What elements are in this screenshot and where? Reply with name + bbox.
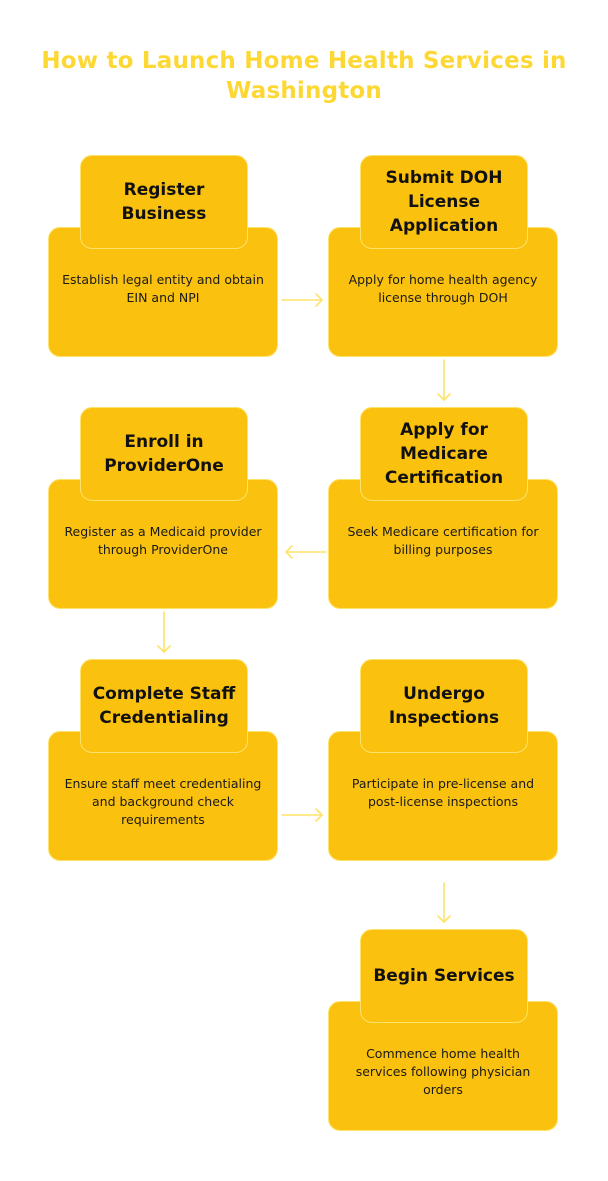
arrow-providerone-to-credentialing bbox=[157, 611, 171, 653]
step-staff-credentialing: Complete Staff Credentialing Ensure staf… bbox=[48, 659, 280, 861]
step-description: Participate in pre-license and post-lice… bbox=[351, 776, 535, 809]
step-description: Register as a Medicaid provider through … bbox=[64, 524, 262, 557]
step-description: Commence home health services following … bbox=[355, 1046, 531, 1097]
arrow-register-to-doh bbox=[281, 293, 323, 307]
step-title: Submit DOH License Application bbox=[360, 155, 528, 249]
step-undergo-inspections: Undergo Inspections Participate in pre-l… bbox=[328, 659, 560, 861]
arrow-inspections-to-begin bbox=[437, 882, 451, 923]
arrow-credentialing-to-inspections bbox=[281, 808, 323, 822]
step-begin-services: Begin Services Commence home health serv… bbox=[328, 929, 560, 1131]
step-description: Establish legal entity and obtain EIN an… bbox=[62, 272, 264, 305]
step-description: Ensure staff meet credentialing and back… bbox=[64, 776, 262, 827]
step-submit-doh-license: Submit DOH License Application Apply for… bbox=[328, 155, 560, 357]
step-title: Undergo Inspections bbox=[360, 659, 528, 753]
step-enroll-providerone: Enroll in ProviderOne Register as a Medi… bbox=[48, 407, 280, 609]
step-title: Register Business bbox=[80, 155, 248, 249]
arrow-medicare-to-providerone bbox=[285, 545, 327, 559]
step-register-business: Register Business Establish legal entity… bbox=[48, 155, 280, 357]
page-title: How to Launch Home Health Services in Wa… bbox=[41, 48, 567, 104]
step-title: Begin Services bbox=[360, 929, 528, 1023]
step-description: Apply for home health agency license thr… bbox=[348, 272, 538, 305]
step-apply-medicare: Apply for Medicare Certification Seek Me… bbox=[328, 407, 560, 609]
arrow-doh-to-medicare bbox=[437, 359, 451, 401]
step-description: Seek Medicare certification for billing … bbox=[347, 524, 539, 557]
step-title: Apply for Medicare Certification bbox=[360, 407, 528, 501]
step-title: Enroll in ProviderOne bbox=[80, 407, 248, 501]
step-title: Complete Staff Credentialing bbox=[80, 659, 248, 753]
